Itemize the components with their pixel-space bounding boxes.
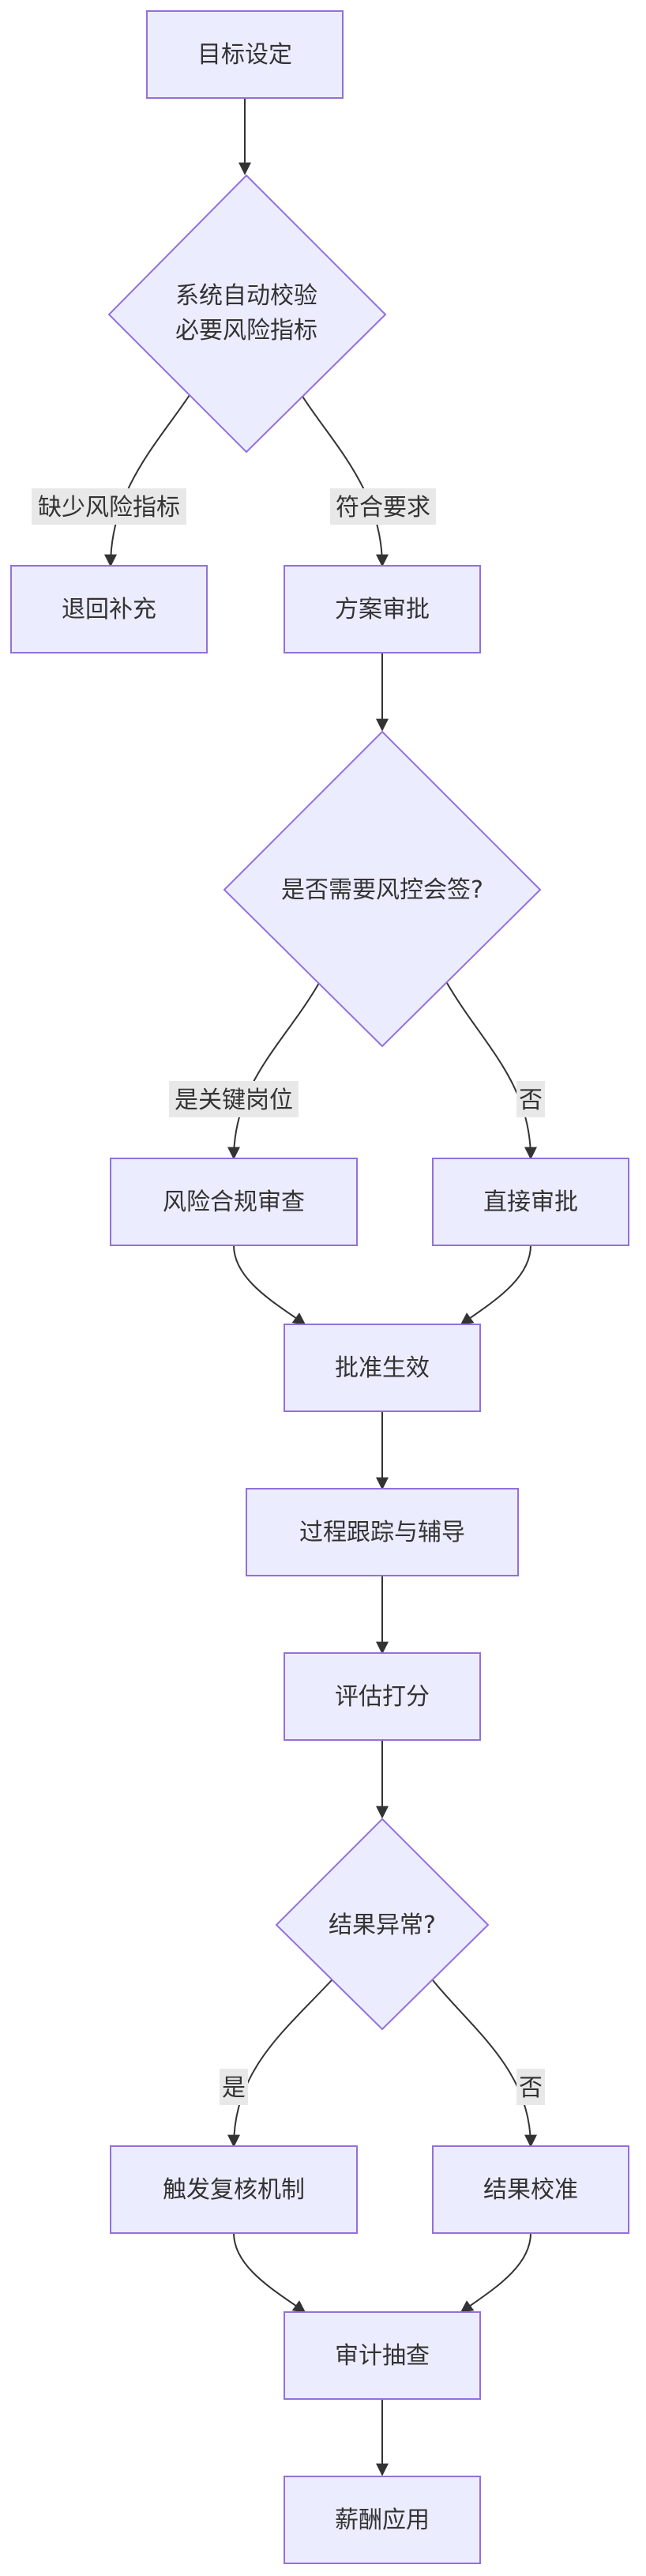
node-audit: [284, 2311, 481, 2400]
node-tracking: [246, 1488, 519, 1576]
edge-compliance-approved: [233, 1245, 306, 1325]
edge-label-no-risksign: 否: [516, 1081, 545, 1117]
edge-risksign-direct: [446, 982, 537, 1160]
node-approved-label: 批准生效: [335, 1354, 430, 1382]
edge-label-missing: 缺少风险指标: [32, 488, 186, 525]
edge-risksign-compliance: [227, 982, 320, 1160]
edge-label-no-risksign-text: 否: [519, 1087, 543, 1114]
node-audit-label: 审计抽查: [335, 2342, 430, 2370]
node-check-label-line2: 必要风险指标: [175, 317, 317, 345]
node-calibrate: [432, 2145, 629, 2234]
node-approved: [284, 1324, 481, 1412]
edge-label-missing-text: 缺少风险指标: [38, 494, 180, 522]
node-check: [107, 174, 387, 454]
edge-abnormal-calibrate: [432, 1979, 537, 2148]
node-pay-label: 薪酬应用: [335, 2506, 430, 2534]
edge-label-meets-text: 符合要求: [336, 494, 430, 522]
edge-label-no-abnormal: 否: [516, 2069, 545, 2105]
node-review-label: 方案审批: [335, 596, 430, 623]
node-calibrate-label: 结果校准: [483, 2176, 578, 2204]
edge-calibrate-audit: [460, 2232, 531, 2313]
node-scoring-label: 评估打分: [335, 1683, 430, 1711]
node-recheck-label: 触发复核机制: [163, 2176, 305, 2204]
node-compliance-label: 风险合规审查: [163, 1188, 305, 1216]
node-direct: [432, 1158, 629, 1246]
edge-label-meets: 符合要求: [330, 488, 436, 525]
edge-label-key-post: 是关键岗位: [169, 1081, 299, 1117]
node-scoring: [284, 1652, 481, 1741]
node-risk-sign-label: 是否需要风控会签?: [281, 876, 483, 904]
node-compliance: [110, 1158, 358, 1246]
node-goal-label: 目标设定: [197, 41, 292, 69]
node-recheck: [110, 2145, 358, 2234]
node-review: [284, 565, 481, 653]
edge-recheck-audit: [233, 2232, 306, 2313]
node-pay: [284, 2476, 481, 2564]
node-risk-sign: [223, 730, 542, 1048]
edge-label-key-post-text: 是关键岗位: [175, 1087, 293, 1114]
edge-check-review: [301, 394, 389, 567]
edge-abnormal-recheck: [227, 1979, 332, 2148]
node-abnormal-label: 结果异常?: [329, 1911, 436, 1939]
edge-label-yes-abnormal: 是: [220, 2069, 248, 2105]
node-goal: [146, 10, 344, 99]
node-abnormal: [275, 1817, 490, 2031]
edge-direct-approved: [460, 1245, 531, 1325]
node-return-label: 退回补充: [62, 596, 156, 623]
node-direct-label: 直接审批: [483, 1188, 578, 1216]
edge-label-yes-abnormal-text: 是: [222, 2074, 246, 2102]
node-tracking-label: 过程跟踪与辅导: [299, 1519, 465, 1546]
node-return: [10, 565, 208, 653]
node-check-label-line1: 系统自动校验: [175, 282, 317, 310]
edge-check-return: [104, 394, 190, 567]
edge-label-no-abnormal-text: 否: [519, 2074, 543, 2102]
